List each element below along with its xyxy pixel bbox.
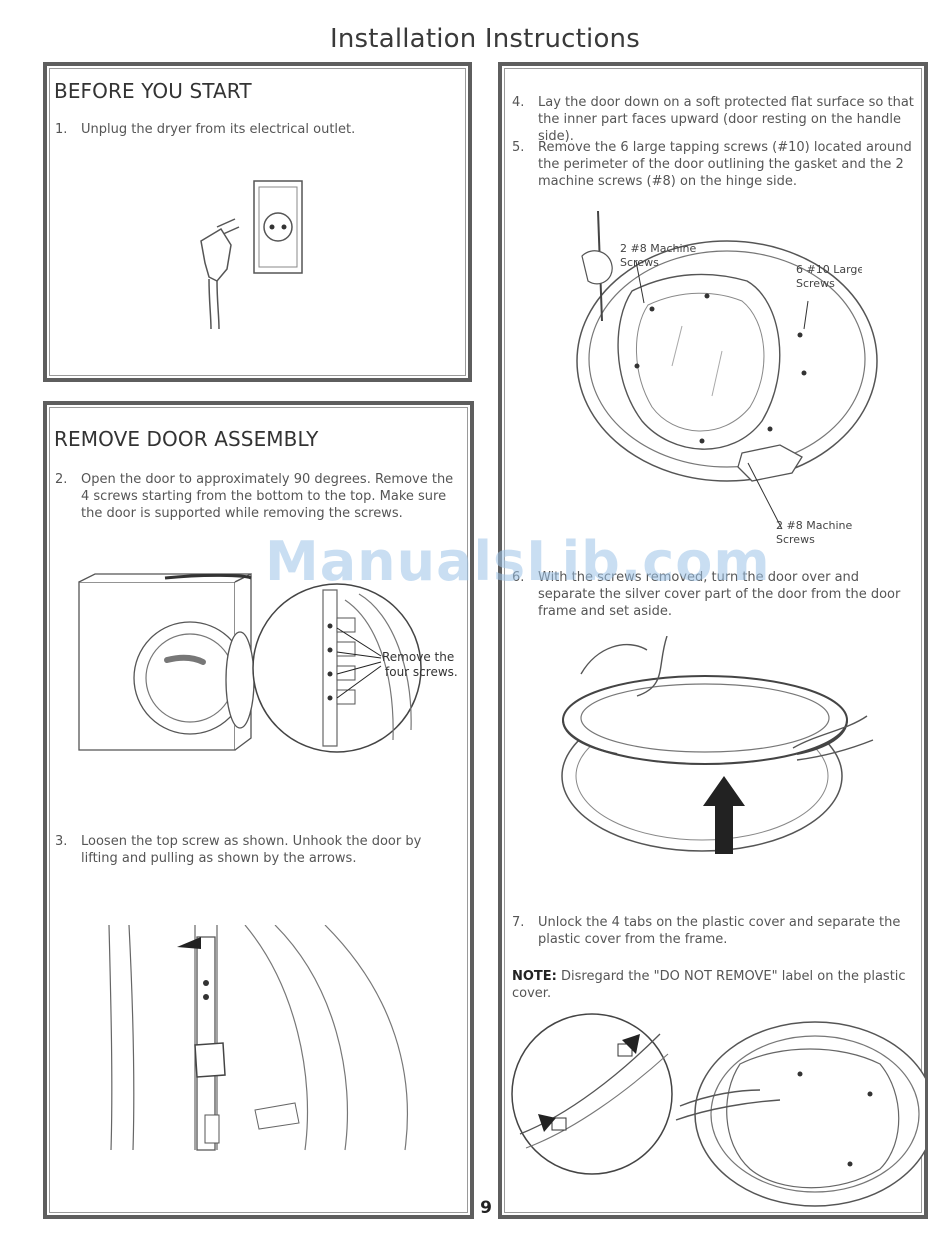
step-2: 2. Open the door to approximately 90 deg… (55, 471, 455, 522)
step-text: Remove the 6 large tapping screws (#10) … (538, 140, 912, 189)
step-number: 3. (55, 834, 68, 849)
door-screws-illustration (576, 210, 878, 530)
step-number: 4. (512, 95, 525, 110)
before-you-start-heading: BEFORE YOU START (54, 79, 252, 103)
unhook-door-illustration (108, 925, 408, 1151)
remove-door-panel: REMOVE DOOR ASSEMBLY 2. Open the door to… (43, 401, 474, 1219)
step-number: 1. (55, 122, 68, 137)
step-text: Loosen the top screw as shown. Unhook th… (81, 834, 422, 866)
step-4: 4. Lay the door down on a soft protected… (512, 94, 917, 145)
step-7: 7. Unlock the 4 tabs on the plastic cove… (512, 914, 917, 948)
machine-screws-top-callout-1: 2 #8 Machine (620, 242, 696, 255)
lift-arrow-icon (177, 937, 201, 949)
page-number: 9 (480, 1198, 492, 1218)
step-number: 6. (512, 570, 525, 585)
plastic-cover-tabs-illustration (511, 1013, 925, 1207)
tab-zoom-circle (511, 1013, 673, 1175)
large-screws-callout-2: Screws (796, 277, 835, 290)
machine-screws-top-callout-2: Screws (620, 256, 659, 269)
step-text: Unlock the 4 tabs on the plastic cover a… (538, 915, 901, 947)
step-text: With the screws removed, turn the door o… (538, 570, 901, 619)
step-6: 6. With the screws removed, turn the doo… (512, 569, 917, 620)
step-number: 7. (512, 915, 525, 930)
step-number: 2. (55, 472, 68, 487)
hinge-zoom-circle (252, 583, 422, 753)
door-disassembly-panel: 4. Lay the door down on a soft protected… (498, 62, 928, 1219)
note-label: NOTE: (512, 969, 557, 984)
step-text: Unplug the dryer from its electrical out… (81, 122, 356, 137)
door-screws-callouts: 2 #8 Machine Screws 6 #10 Large Screws 2… (620, 242, 862, 546)
remove-screws-callout-1: Remove the (382, 650, 454, 664)
separate-cover-illustration (561, 636, 874, 854)
unplug-illustration (200, 180, 303, 330)
page-title: Installation Instructions (330, 24, 640, 54)
machine-screws-bottom-callout-1: 2 #8 Machine (776, 519, 852, 532)
step-number: 5. (512, 140, 525, 155)
before-you-start-panel: BEFORE YOU START 1. Unplug the dryer fro… (43, 62, 472, 382)
watermark: ManualsLib.com (265, 530, 771, 593)
step-5: 5. Remove the 6 large tapping screws (#1… (512, 139, 917, 190)
lift-arrow-icon (703, 776, 745, 854)
step-1: 1. Unplug the dryer from its electrical … (55, 121, 455, 138)
dryer-door-open-illustration: Remove the four screws. (78, 572, 458, 753)
note-text: Disregard the "DO NOT REMOVE" label on t… (512, 969, 906, 1001)
remove-door-heading: REMOVE DOOR ASSEMBLY (54, 427, 319, 451)
large-screws-callout-1: 6 #10 Large (796, 263, 862, 276)
power-plug-icon (200, 218, 240, 330)
step-text: Lay the door down on a soft protected fl… (538, 95, 914, 144)
step-3: 3. Loosen the top screw as shown. Unhook… (55, 833, 455, 867)
wall-outlet-icon (253, 180, 303, 274)
remove-screws-callout-2: four screws. (385, 665, 458, 679)
note: NOTE: Disregard the "DO NOT REMOVE" labe… (512, 968, 917, 1002)
machine-screws-bottom-callout-2: Screws (776, 533, 815, 546)
step-text: Open the door to approximately 90 degree… (81, 472, 454, 521)
